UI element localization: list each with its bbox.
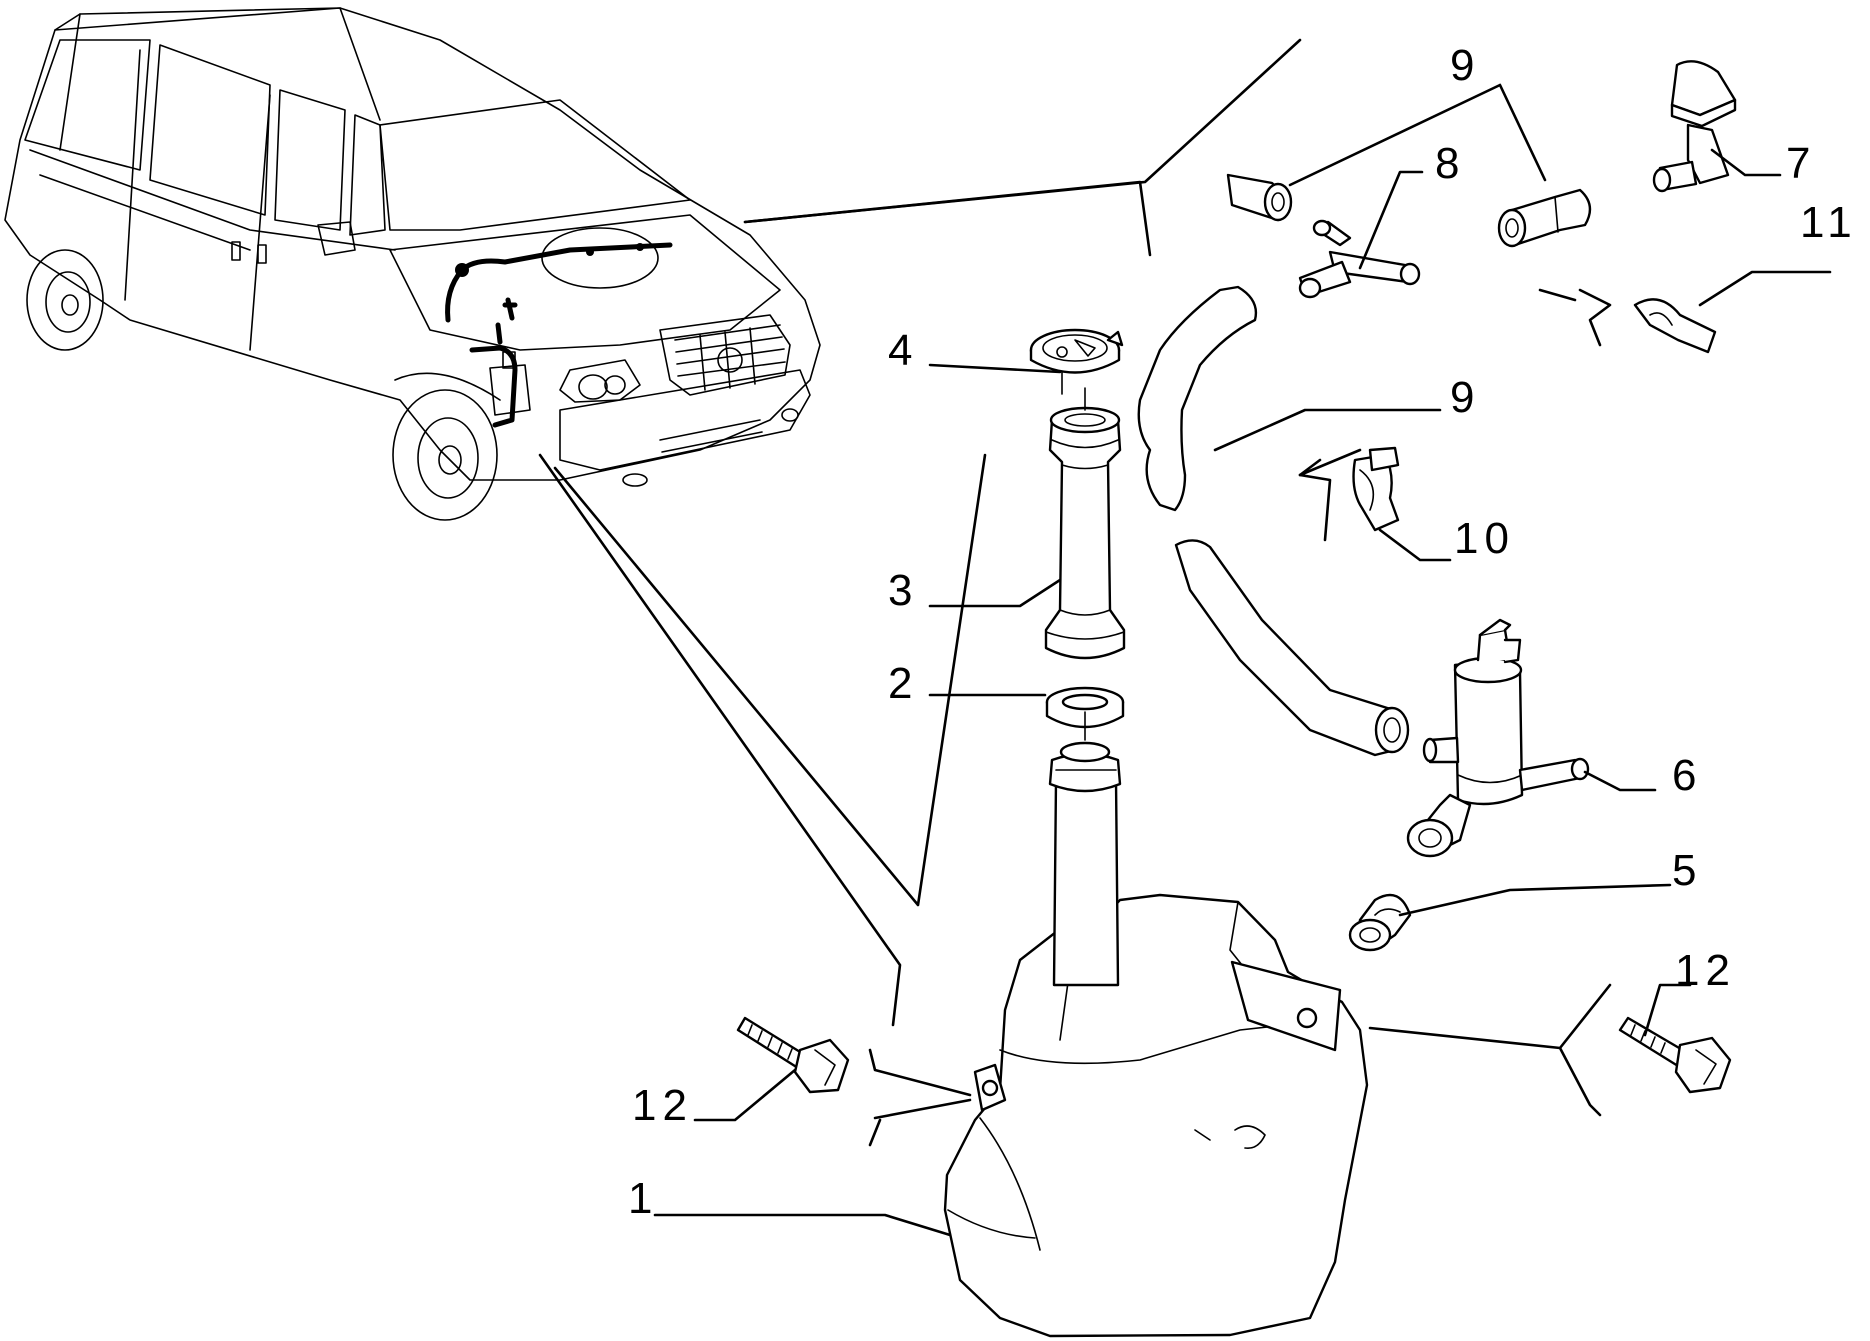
- callout-8: 8: [1435, 139, 1465, 188]
- callout-6: 6: [1672, 751, 1702, 800]
- part-seal-ring: [1045, 686, 1125, 741]
- van-illustration: [4, 7, 821, 521]
- callout-leaders: [653, 83, 1832, 1237]
- part-hose-clip-11: [1633, 298, 1717, 354]
- callout-10: 10: [1454, 514, 1515, 563]
- callout-9-lower: 9: [1450, 373, 1480, 422]
- van-leaders: [538, 38, 1302, 1027]
- callout-9-upper: 9: [1450, 41, 1480, 90]
- part-hose-clip-10: [1352, 446, 1400, 532]
- small-leaders: [868, 288, 1612, 1147]
- part-hose-upper-right: [1497, 188, 1592, 248]
- part-screw-right: [1618, 1016, 1732, 1094]
- callout-7: 7: [1786, 139, 1816, 188]
- callout-12-right: 12: [1675, 946, 1736, 995]
- callout-11: 11: [1800, 198, 1858, 247]
- callout-labels: 1 2 3 4 5 6 7 8 9 9 10 11 12 12: [628, 41, 1858, 1223]
- part-hose-lower: [1137, 285, 1410, 757]
- part-filler-pipe: [1044, 387, 1126, 660]
- part-t-connector: [1298, 219, 1421, 299]
- part-screw-left: [736, 1016, 850, 1094]
- callout-1: 1: [628, 1174, 658, 1223]
- part-filler-cap: [1029, 328, 1124, 395]
- part-washer-jet: [1652, 60, 1737, 193]
- callout-4: 4: [888, 326, 918, 375]
- callout-2: 2: [888, 659, 918, 708]
- part-washer-pump: [1406, 618, 1590, 858]
- part-hose-upper-left: [1226, 173, 1293, 222]
- part-grommet: [1348, 893, 1412, 952]
- part-reservoir-tank: [943, 741, 1369, 1338]
- callout-5: 5: [1672, 846, 1702, 895]
- callout-3: 3: [888, 566, 918, 615]
- callout-12-left: 12: [632, 1081, 693, 1130]
